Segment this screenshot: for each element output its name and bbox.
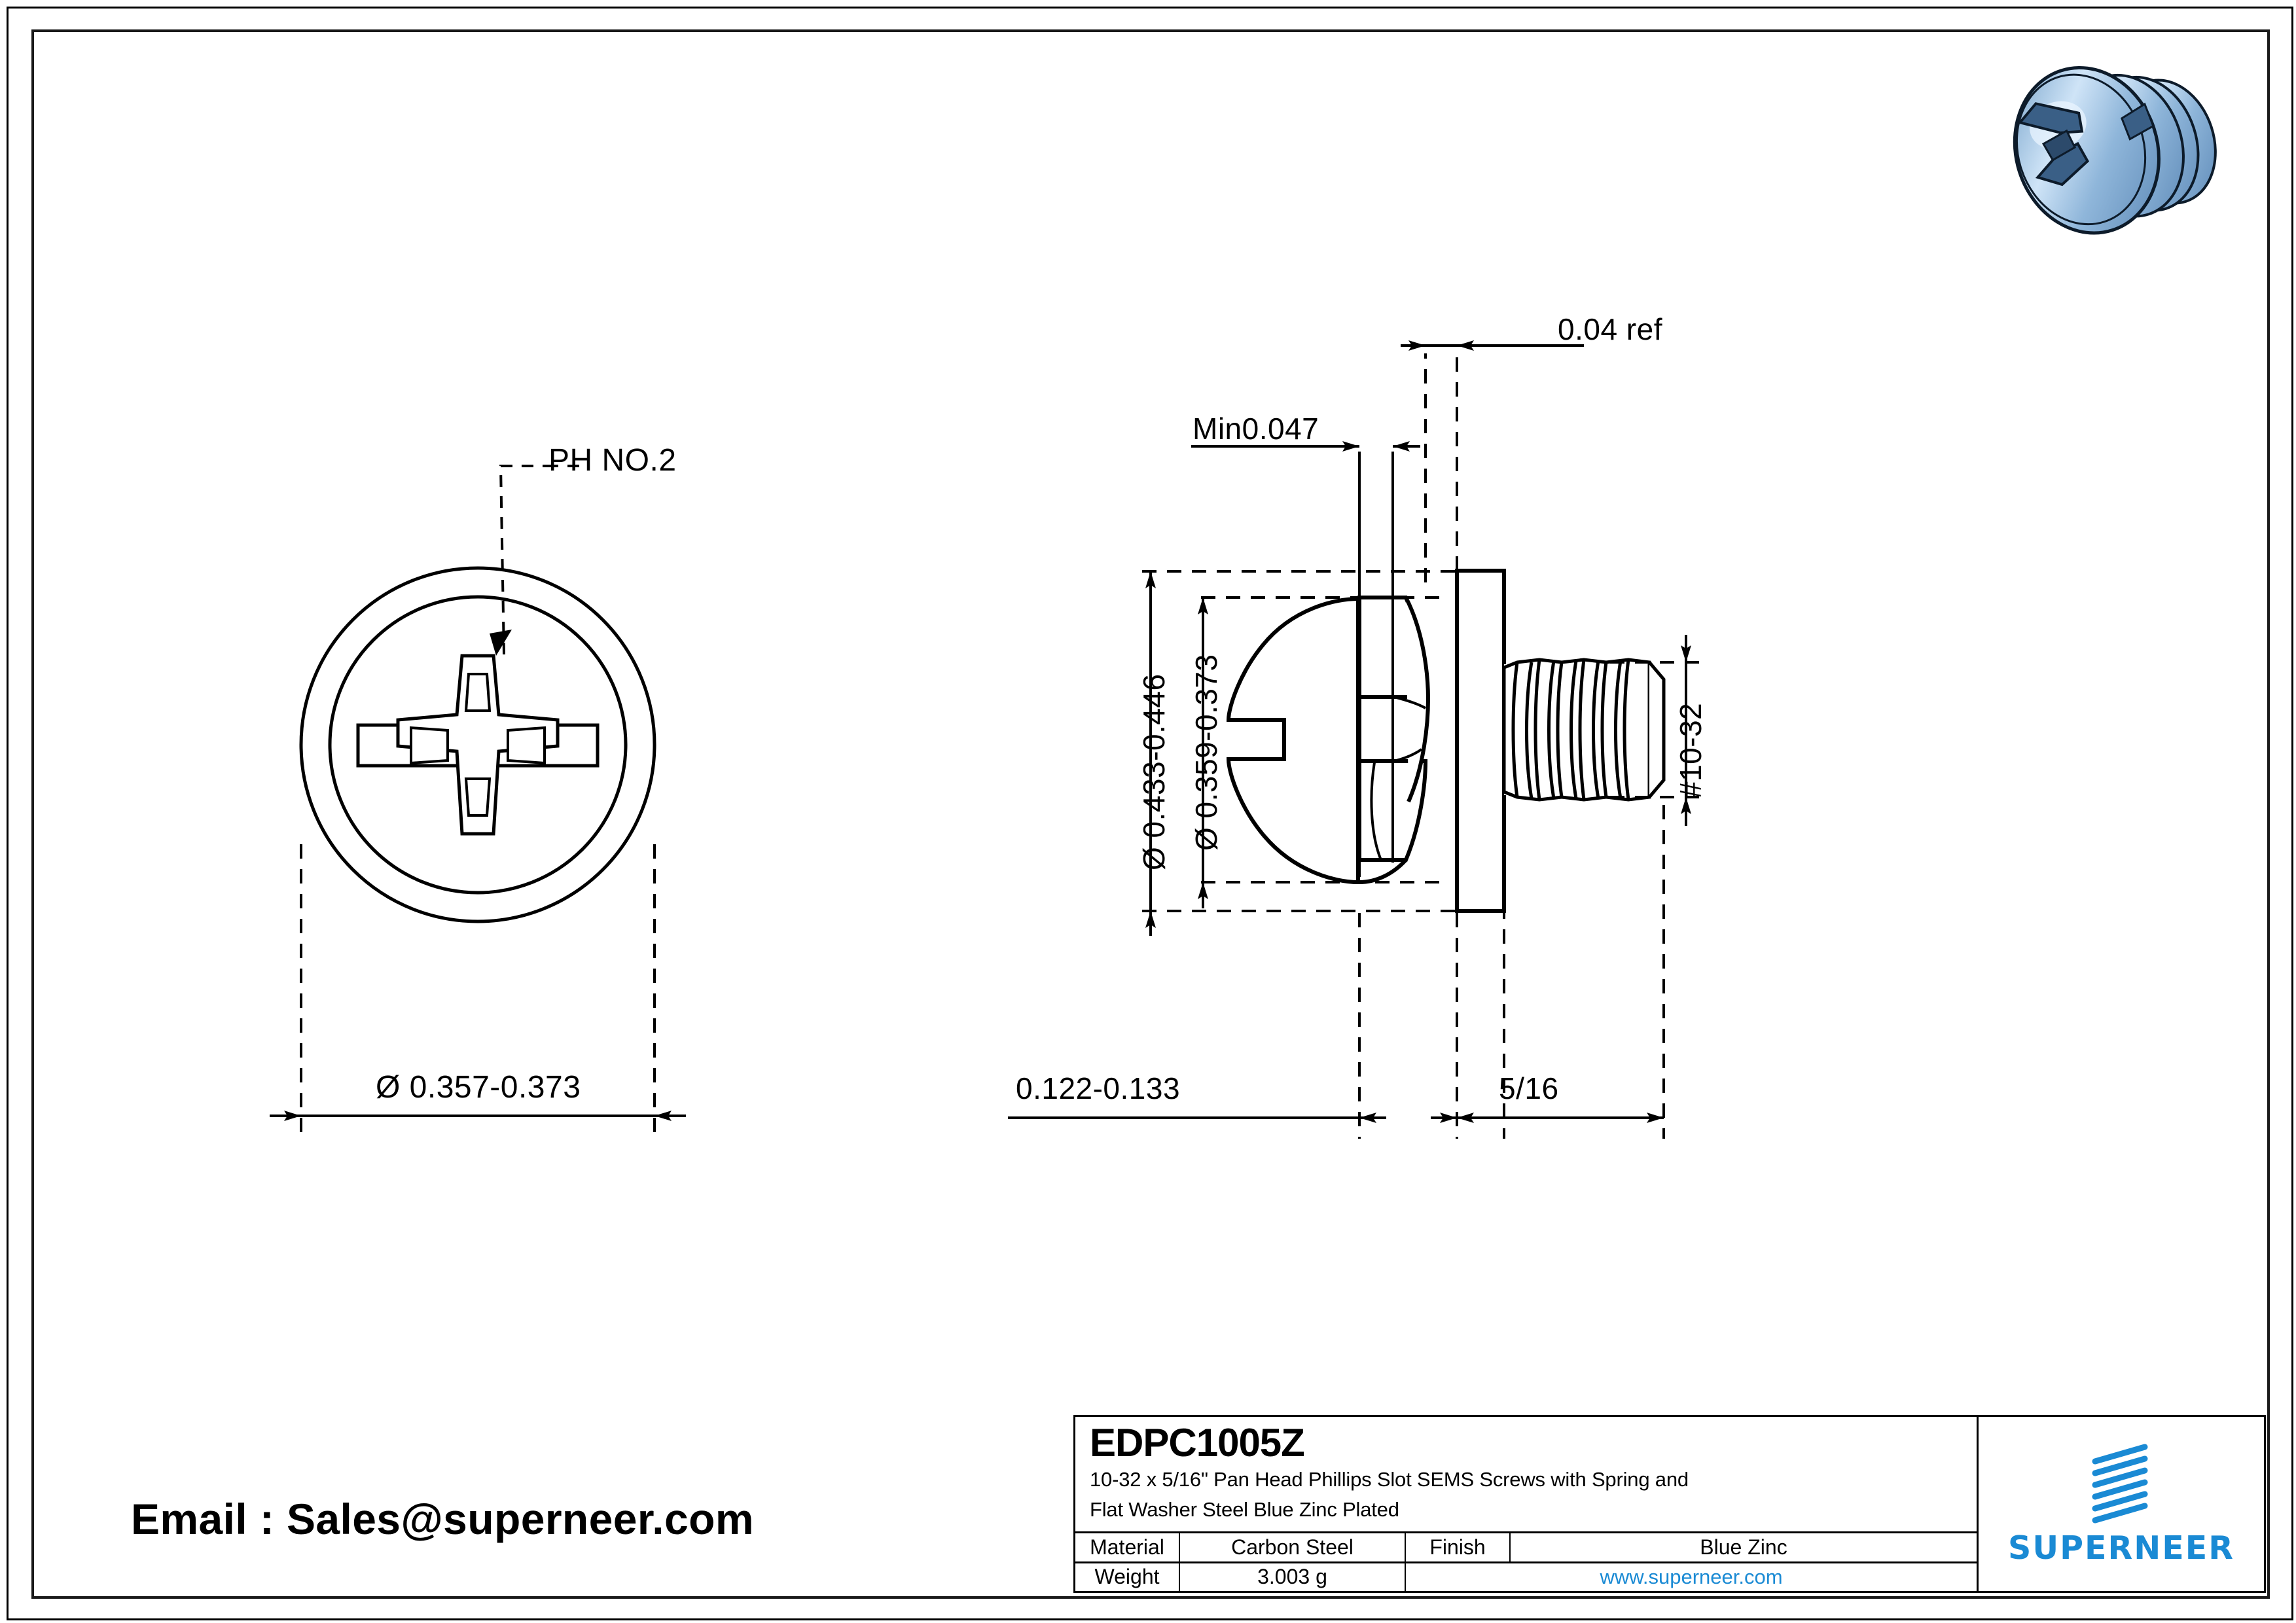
- flat-washer: [1455, 569, 1506, 913]
- screw-3d-render: [2013, 66, 2217, 235]
- ph-callout-leader: [499, 465, 589, 655]
- email-text: Email : Sales@superneer.com: [131, 1495, 754, 1543]
- dim-thread-size-label: #10-32: [1674, 702, 1708, 798]
- weight-value: 3.003 g: [1180, 1563, 1406, 1591]
- side-view-head: [1226, 596, 1360, 885]
- phillips-recess: [356, 654, 600, 836]
- dim-0-04-ref: [1401, 340, 1584, 582]
- dim-min-0-047: [1191, 441, 1420, 877]
- title-block-left: EDPC1005Z 10-32 x 5/16" Pan Head Phillip…: [1075, 1417, 1979, 1591]
- description-line-2: Flat Washer Steel Blue Zinc Plated: [1090, 1497, 1399, 1521]
- title-block-description-area: EDPC1005Z 10-32 x 5/16" Pan Head Phillip…: [1075, 1417, 1977, 1533]
- brand-logo: SUPERNEER: [1979, 1417, 2264, 1591]
- material-value: Carbon Steel: [1180, 1533, 1406, 1561]
- description-line-1: 10-32 x 5/16" Pan Head Phillips Slot SEM…: [1090, 1468, 1689, 1491]
- dim-head-diameter-label: Ø 0.433-0.446: [1137, 673, 1171, 870]
- dim-0-04-ref-label: 0.04 ref: [1558, 312, 1662, 346]
- website-link[interactable]: www.superneer.com: [1600, 1565, 1783, 1588]
- title-block: EDPC1005Z 10-32 x 5/16" Pan Head Phillip…: [1073, 1415, 2266, 1593]
- cross-recess: [396, 654, 560, 836]
- threaded-shank: [1502, 658, 1666, 802]
- dim-head-diameter: [1142, 570, 1460, 936]
- weight-website-row: Weight 3.003 g www.superneer.com: [1075, 1563, 1977, 1591]
- part-number: EDPC1005Z: [1090, 1421, 1305, 1465]
- ph-callout-arrowhead: [490, 630, 512, 656]
- front-view-geometry: [299, 566, 656, 923]
- weight-label: Weight: [1075, 1563, 1180, 1591]
- finish-value: Blue Zinc: [1700, 1535, 1787, 1559]
- head-inner-circle: [328, 595, 628, 895]
- dim-pan-head-diameter: [1198, 596, 1440, 908]
- dim-bottom-right-label: 5/16: [1499, 1071, 1559, 1105]
- dim-min-0-047-label: Min0.047: [1193, 412, 1319, 446]
- dim-pan-head-diameter-label: Ø 0.359-0.373: [1189, 654, 1223, 851]
- finish-label: Finish: [1406, 1533, 1511, 1561]
- head-outer-circle: [299, 566, 656, 923]
- dim-thread-size: [1610, 635, 1708, 826]
- ph-callout-label: PH NO.2: [548, 443, 677, 478]
- dim-bottom-side-view: [1008, 805, 1665, 1139]
- front-diameter-label: Ø 0.357-0.373: [376, 1070, 581, 1105]
- pan-head-profile: [1226, 596, 1360, 885]
- material-finish-row: Material Carbon Steel Finish Blue Zinc: [1075, 1533, 1977, 1563]
- front-view-dimension: [270, 844, 686, 1139]
- brand-wordmark: SUPERNEER: [2008, 1529, 2234, 1567]
- superneer-stripes-logo-icon: [2092, 1444, 2148, 1523]
- material-label: Material: [1075, 1533, 1180, 1561]
- dim-bottom-left-label: 0.122-0.133: [1016, 1071, 1181, 1105]
- sheet-border-outer: [7, 7, 2293, 1620]
- sheet-border-inner: [31, 29, 2270, 1599]
